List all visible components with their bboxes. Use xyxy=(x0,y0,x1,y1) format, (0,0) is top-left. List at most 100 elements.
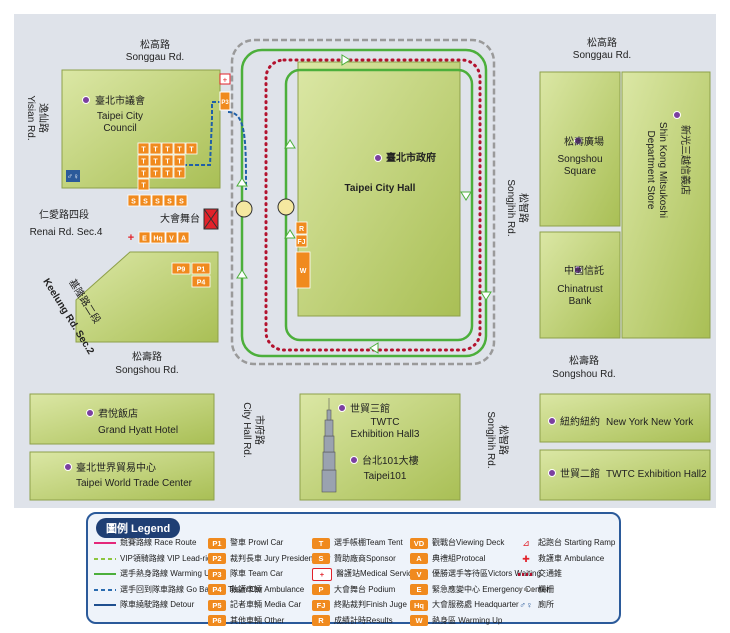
road-songgau-top-zh: 松高路 xyxy=(140,38,170,51)
svg-text:T: T xyxy=(177,171,182,178)
svg-text:T: T xyxy=(141,183,146,190)
label-council-zh: 臺北市議會 xyxy=(95,94,145,107)
finish-markers: R FJ W xyxy=(295,221,311,289)
label-cityhall-zh: 臺北市政府 xyxy=(386,151,436,164)
svg-text:+: + xyxy=(223,76,228,85)
city-blocks xyxy=(29,61,711,501)
label-podium: 大會舞台 xyxy=(160,212,200,225)
svg-text:T: T xyxy=(153,159,158,166)
svg-text:S: S xyxy=(155,199,160,206)
label-chinatrust-en1: Chinatrust xyxy=(557,284,603,295)
legend-others: ⊿起跑台 Starting Ramp ✚救護車 Ambulance 交通錐 欄柵… xyxy=(518,538,616,610)
svg-text:S: S xyxy=(179,199,184,206)
road-renai-zh: 仁愛路四段 xyxy=(39,208,89,221)
svg-text:P1: P1 xyxy=(197,267,206,274)
vip-route-swatch xyxy=(94,557,116,560)
label-nyny-zh: 紐約紐約 xyxy=(560,415,600,428)
label-council-en1: Taipei City xyxy=(97,111,143,122)
svg-text:T: T xyxy=(165,171,170,178)
svg-text:FJ: FJ xyxy=(297,239,305,246)
legend-item: 競賽路線 Race Route xyxy=(94,536,263,550)
label-songshou-square-zh: 松壽廣場 xyxy=(564,135,604,148)
road-cityhall-zh: 市府路 xyxy=(253,415,266,445)
svg-text:S: S xyxy=(167,199,172,206)
label-cityhall-en: Taipei City Hall xyxy=(345,183,416,194)
svg-text:+: + xyxy=(128,232,134,244)
road-songshou-right-zh: 松壽路 xyxy=(569,354,599,367)
road-songgau-top-en: Songgau Rd. xyxy=(126,52,184,63)
starting-ramp-icon: ⊿ xyxy=(522,538,530,548)
block-hall2 xyxy=(539,449,711,501)
svg-text:Hq: Hq xyxy=(153,236,162,243)
svg-text:P4: P4 xyxy=(197,280,206,287)
block-grand-hyatt xyxy=(29,393,215,445)
label-songshou-square-en1: Songshou xyxy=(557,154,602,165)
detour-swatch xyxy=(94,604,116,606)
legend-item: 選手回到隊車路線 Go Back to Team Car xyxy=(94,583,263,597)
road-songshou-left-en: Songshou Rd. xyxy=(115,365,178,376)
label-hall2-zh: 世貿二館 xyxy=(560,467,600,480)
starting-ramp-right xyxy=(277,198,295,216)
team-car-marker xyxy=(219,91,231,111)
label-chinatrust-zh: 中國信託 xyxy=(564,264,604,277)
label-songshou-square-en2: Square xyxy=(564,166,597,177)
road-yisian-en: Yisian Rd. xyxy=(25,95,36,140)
label-hall3-en2: Exhibition Hall3 xyxy=(351,429,420,440)
barrier-loop xyxy=(230,38,496,366)
road-songshou-right-en: Songshou Rd. xyxy=(552,369,615,380)
legend-item: 選手熱身路線 Warming Up xyxy=(94,567,263,581)
svg-text:T: T xyxy=(141,171,146,178)
svg-text:P9: P9 xyxy=(177,267,186,274)
legend: 圖例 Legend 競賽路線 Race Route VIP領騎路線 VIP Le… xyxy=(86,512,621,626)
road-songgau-right-en: Songgau Rd. xyxy=(573,50,631,61)
svg-text:P3: P3 xyxy=(221,100,229,106)
label-council-en2: Council xyxy=(103,123,136,134)
label-shinkong-zh: 新光三越信義店 xyxy=(679,125,692,195)
road-songjhih-upper-en: Songjhih Rd. xyxy=(505,179,516,236)
label-taipei101-en: Taipei101 xyxy=(364,471,407,482)
barrier-icon xyxy=(518,588,534,591)
back-to-car-swatch xyxy=(94,588,116,591)
road-renai-en: Renai Rd. Sec.4 xyxy=(30,227,103,238)
building-dots xyxy=(64,96,681,477)
svg-text:R: R xyxy=(299,226,304,233)
race-route-swatch xyxy=(94,542,116,544)
legend-routes: 競賽路線 Race Route VIP領騎路線 VIP Lead-riding … xyxy=(94,536,263,614)
block-west-lower xyxy=(75,251,219,343)
label-twtc-center-en: Taipei World Trade Center xyxy=(76,478,193,489)
event-map: 松高路 Songgau Rd. 松高路 Songgau Rd. 逸仙路 Yisi… xyxy=(14,14,716,508)
block-chinatrust xyxy=(539,231,621,339)
svg-text:T: T xyxy=(165,147,170,154)
medical-icon: + xyxy=(312,567,332,581)
block-songshou-square xyxy=(539,71,621,227)
svg-text:T: T xyxy=(189,147,194,154)
svg-text:V: V xyxy=(169,236,174,243)
label-chinatrust-en2: Bank xyxy=(569,296,593,307)
label-grandhyatt-en: Grand Hyatt Hotel xyxy=(98,425,178,436)
traffic-cone-icon xyxy=(518,572,534,576)
block-nyny xyxy=(539,393,711,443)
svg-text:♂♀: ♂♀ xyxy=(67,172,79,181)
road-songshou-left-zh: 松壽路 xyxy=(132,350,162,363)
road-songjhih-lower-en: Songjhih Rd. xyxy=(485,411,496,468)
block-shinkong xyxy=(621,71,711,339)
starting-ramp-left xyxy=(235,200,253,218)
label-shinkong-en2: Department Store xyxy=(645,131,656,210)
block-cityhall xyxy=(297,61,461,317)
svg-text:T: T xyxy=(153,147,158,154)
road-songgau-right-zh: 松高路 xyxy=(587,36,617,49)
taipei101-tower-icon xyxy=(321,398,337,493)
warmup-route-swatch xyxy=(94,573,116,575)
svg-text:S: S xyxy=(143,199,148,206)
road-songjhih-lower-zh: 松智路 xyxy=(497,425,510,455)
label-shinkong-en1: Shin Kong Mitsukoshi xyxy=(657,122,668,218)
svg-text:T: T xyxy=(141,159,146,166)
label-hall3-en1: TWTC xyxy=(371,417,400,428)
label-taipei101-zh: 台北101大樓 xyxy=(362,454,419,467)
label-twtc-center-zh: 臺北世界貿易中心 xyxy=(76,461,156,474)
road-yisian-zh: 逸仙路 xyxy=(37,103,50,133)
svg-text:T: T xyxy=(141,147,146,154)
